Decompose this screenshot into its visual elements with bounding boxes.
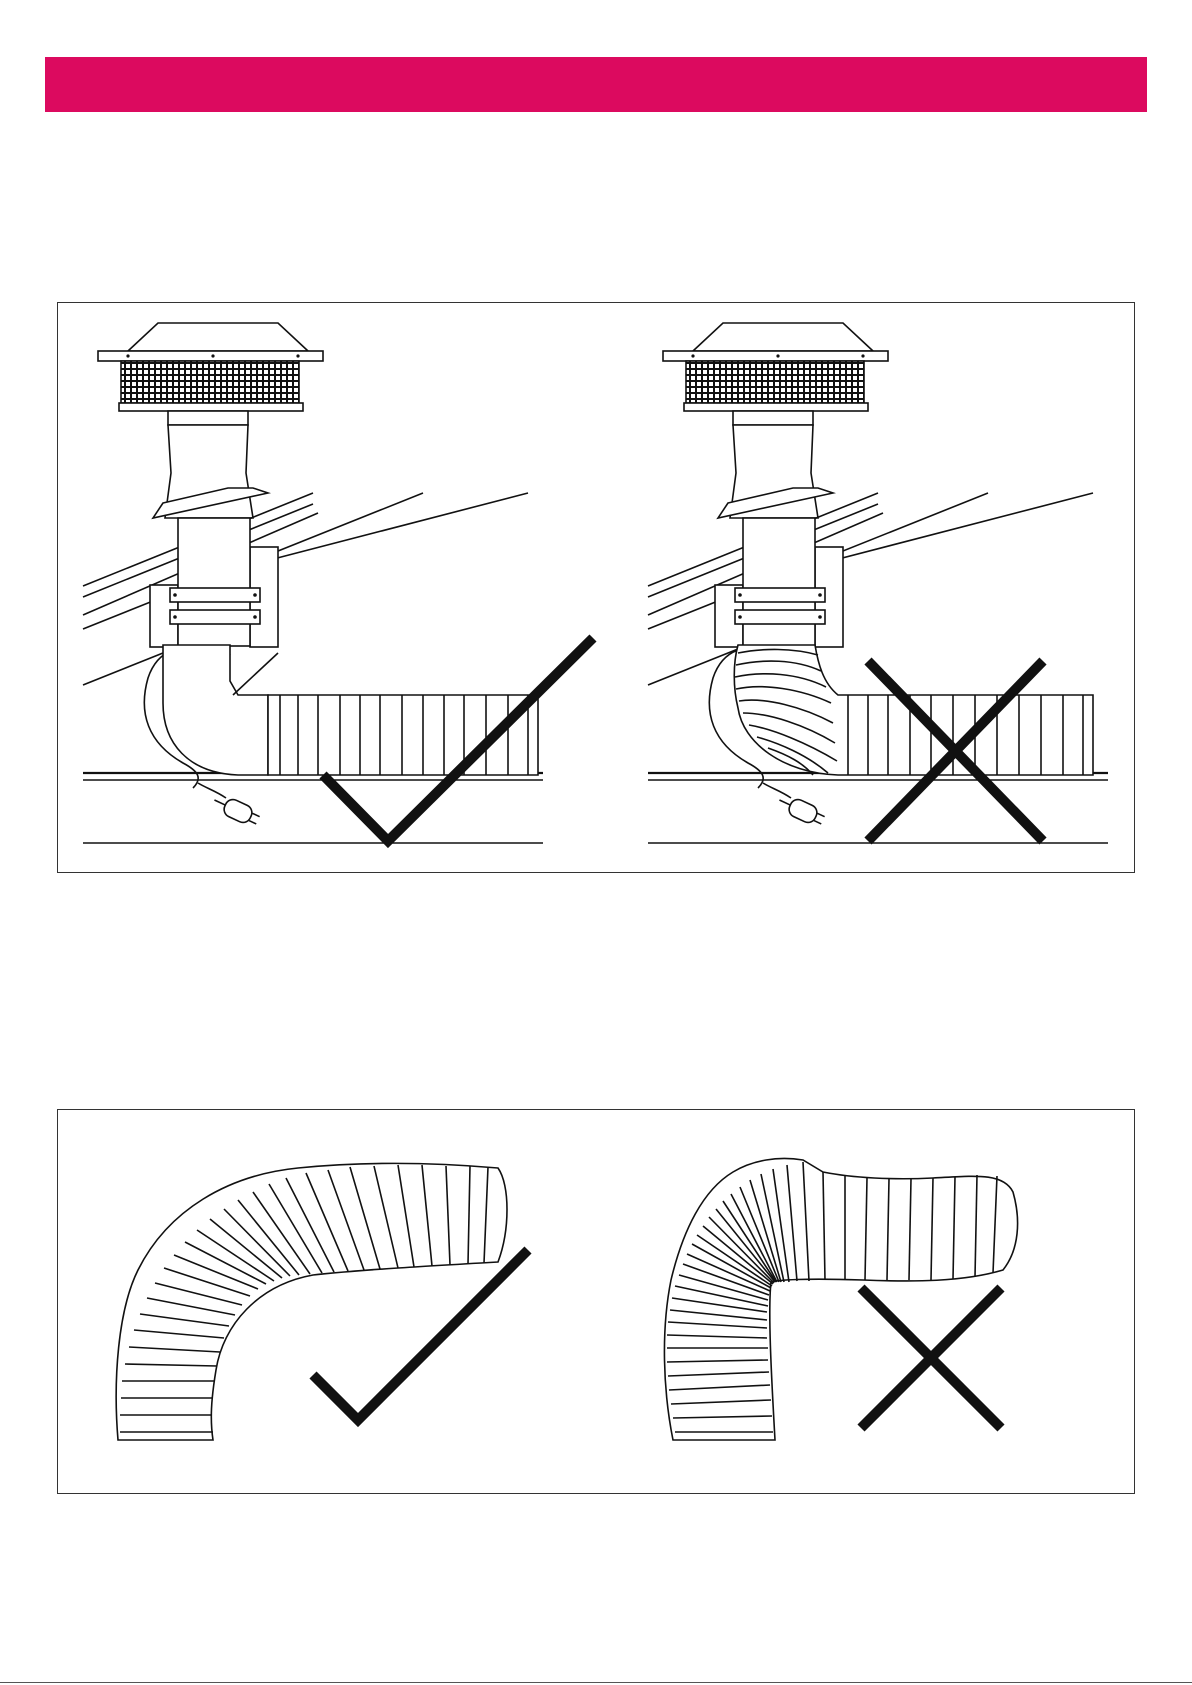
- check-mark-icon: [313, 1250, 528, 1420]
- roof-installation-panel: [57, 302, 1135, 873]
- incorrect-kinked-bend-figure: [664, 1159, 1017, 1441]
- incorrect-flex-bend-install-figure: [648, 323, 1108, 843]
- header-bar: [45, 57, 1147, 112]
- correct-smooth-bend-figure: [116, 1164, 528, 1441]
- footer-rule: [0, 1682, 1192, 1683]
- correct-elbow-install-figure: [83, 323, 593, 843]
- duct-bend-panel: [57, 1109, 1135, 1494]
- cross-mark-icon: [861, 1288, 1001, 1428]
